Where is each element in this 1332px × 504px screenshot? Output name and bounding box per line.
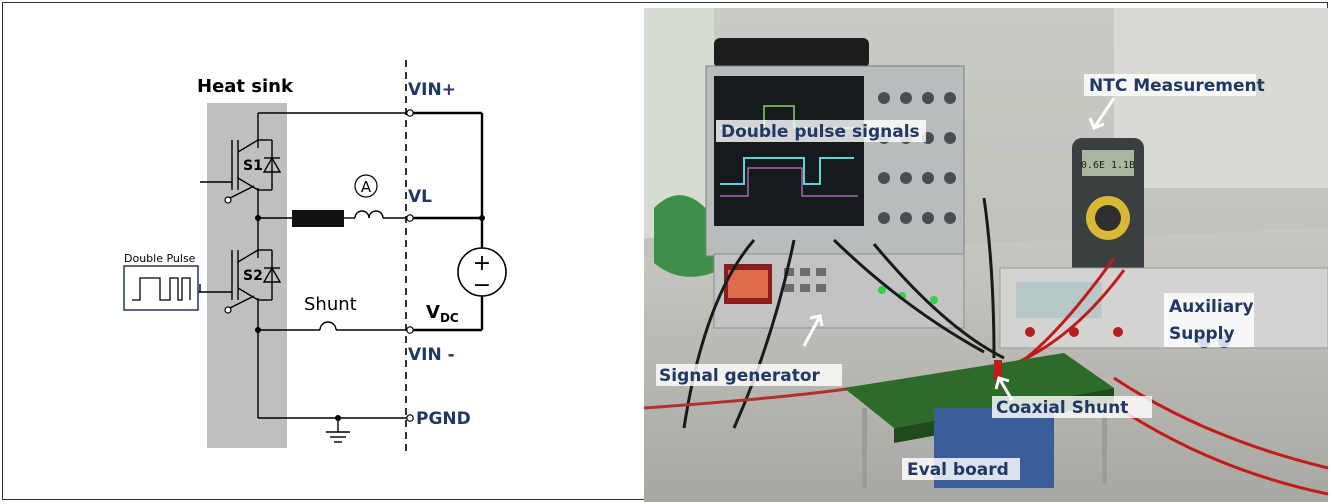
- label-coaxial-shunt: Coaxial Shunt: [996, 398, 1128, 418]
- node-label-vin-plus: VIN+: [408, 80, 456, 100]
- arrow-signal-generator: [802, 315, 822, 347]
- terminal-vin-minus: [406, 326, 414, 334]
- shunt-label: Shunt: [304, 294, 357, 315]
- label-supply: Supply: [1169, 324, 1235, 344]
- eval-board: [844, 353, 1114, 428]
- dc-source-symbol: [457, 247, 507, 297]
- vdc-label: VDC: [426, 302, 459, 325]
- arrow-ntc: [1092, 97, 1116, 129]
- heat-sink-label: Heat sink: [197, 76, 294, 97]
- double-pulse-box: [123, 265, 199, 311]
- svg-text:A: A: [361, 178, 372, 196]
- terminal-vin-plus: [406, 109, 414, 117]
- svg-text:−: −: [473, 273, 491, 298]
- node-label-vin-minus: VIN -: [408, 345, 455, 365]
- switch-s2-label: S2: [243, 268, 263, 284]
- label-eval-board: Eval board: [907, 460, 1009, 480]
- pulse-waveform: [132, 277, 191, 301]
- coaxial-shunt: [994, 360, 1002, 380]
- double-pulse-label: Double Pulse: [124, 252, 196, 265]
- label-double-pulse-signals: Double pulse signals: [721, 122, 920, 142]
- test-circuit-schematic: Heat sink: [123, 60, 507, 452]
- switch-s1-label: S1: [243, 158, 263, 174]
- terminal-vl: [406, 214, 414, 222]
- multimeter-readout: 0.6E 1.1B: [1081, 160, 1135, 171]
- label-auxiliary: Auxiliary: [1169, 297, 1254, 317]
- svg-text:+: +: [473, 251, 491, 276]
- node-label-pgnd: PGND: [416, 409, 471, 429]
- ammeter-symbol: [354, 174, 378, 198]
- oscilloscope-screen: [714, 76, 864, 226]
- photo-labels: Double pulse signals NTC Measurement Aux…: [656, 74, 1265, 480]
- node-label-vl: VL: [408, 187, 432, 207]
- load-inductor: [292, 210, 344, 227]
- label-ntc-measurement: NTC Measurement: [1089, 76, 1265, 96]
- terminal-pgnd: [406, 414, 414, 422]
- label-signal-generator: Signal generator: [659, 366, 821, 386]
- lab-setup-photo: 0.6E 1.1B Double pulse sign: [644, 8, 1328, 502]
